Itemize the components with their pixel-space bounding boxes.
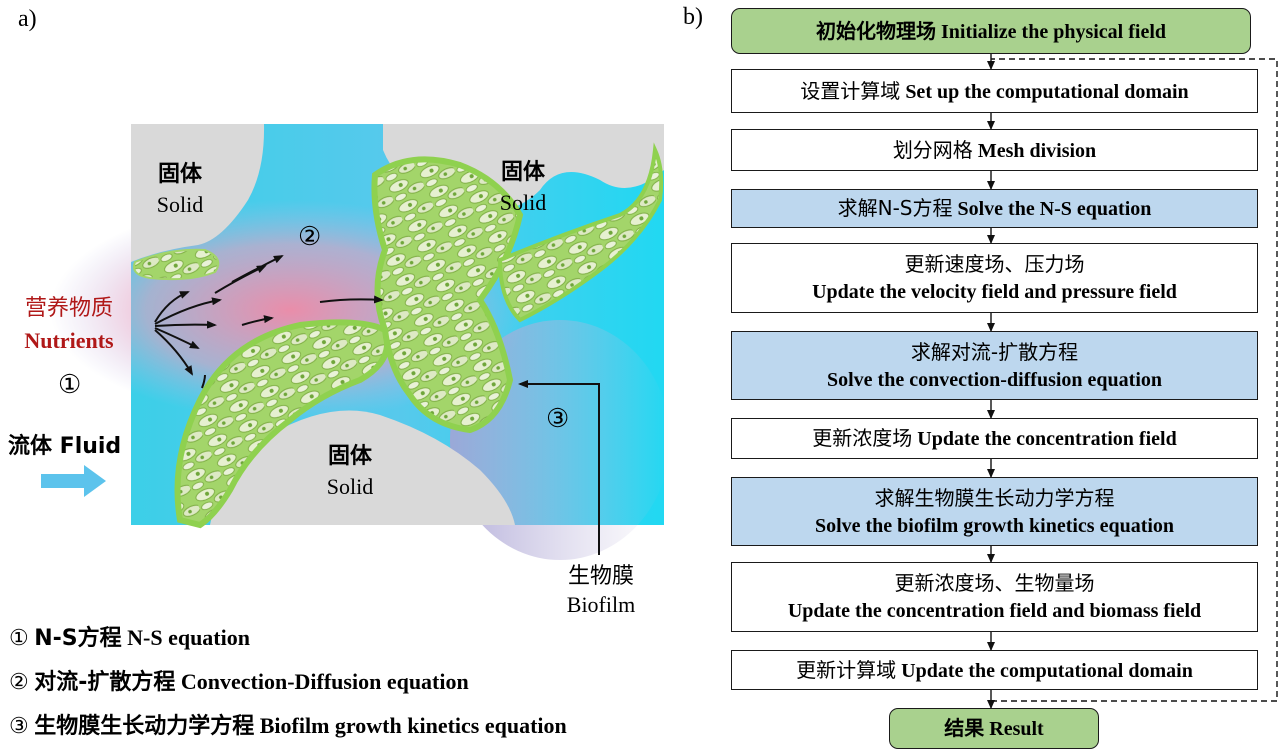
legend-item-2: ② 对流-扩散方程 Convection-Diffusion equation: [9, 669, 469, 695]
step-update-velocity-pressure: 更新速度场、压力场 Update the velocity field and …: [731, 243, 1258, 313]
biofilm-label: 生物膜 Biofilm: [566, 564, 636, 617]
porous-media-scene: [41, 124, 670, 560]
biofilm-small-cluster: [133, 248, 220, 281]
solid-top-left: [131, 124, 265, 262]
step-set-up-domain: 设置计算域 Set up the computational domain: [731, 69, 1258, 113]
marker-2: ②: [298, 222, 322, 251]
step-update-concentration-biomass: 更新浓度场、生物量场 Update the concentration fiel…: [731, 562, 1258, 632]
legend-item-3: ③ 生物膜生长动力学方程 Biofilm growth kinetics equ…: [9, 713, 567, 739]
step-initialize-physical-field: 初始化物理场 Initialize the physical field: [731, 8, 1251, 54]
nutrients-label: 营养物质 Nutrients: [24, 296, 114, 353]
step-update-computational-domain: 更新计算域 Update the computational domain: [731, 650, 1258, 690]
equation-legend: ① N-S方程 N-S equation ② 对流-扩散方程 Convectio…: [9, 620, 567, 752]
biofilm-center: [371, 156, 524, 434]
legend-item-1: ① N-S方程 N-S equation: [9, 625, 250, 651]
step-solve-convection-diffusion: 求解对流-扩散方程 Solve the convection-diffusion…: [731, 331, 1258, 400]
step-result: 结果 Result: [889, 708, 1099, 749]
flow-streamlines: [154, 255, 384, 389]
fluid-inlet-arrow: [41, 465, 106, 497]
marker-3: ③: [546, 404, 570, 433]
solid-bottom: [210, 410, 515, 525]
solid-label-top-left: 固体 Solid: [156, 162, 204, 217]
step-update-concentration: 更新浓度场 Update the concentration field: [731, 418, 1258, 459]
panel-a-label: a): [18, 6, 37, 32]
biofilm-right: [497, 142, 664, 323]
step-solve-biofilm-kinetics: 求解生物膜生长动力学方程 Solve the biofilm growth ki…: [731, 477, 1258, 546]
step-solve-ns-equation: 求解N-S方程 Solve the N-S equation: [731, 189, 1258, 228]
solid-label-bottom: 固体 Solid: [326, 444, 374, 499]
panel-b-label: b): [683, 4, 703, 30]
solid-label-top-right: 固体 Solid: [499, 160, 547, 215]
biofilm-pointer-line: [518, 380, 600, 555]
fluid-label: 流体 Fluid: [8, 434, 122, 459]
step-mesh-division: 划分网格 Mesh division: [731, 129, 1258, 171]
marker-1: ①: [58, 370, 82, 399]
